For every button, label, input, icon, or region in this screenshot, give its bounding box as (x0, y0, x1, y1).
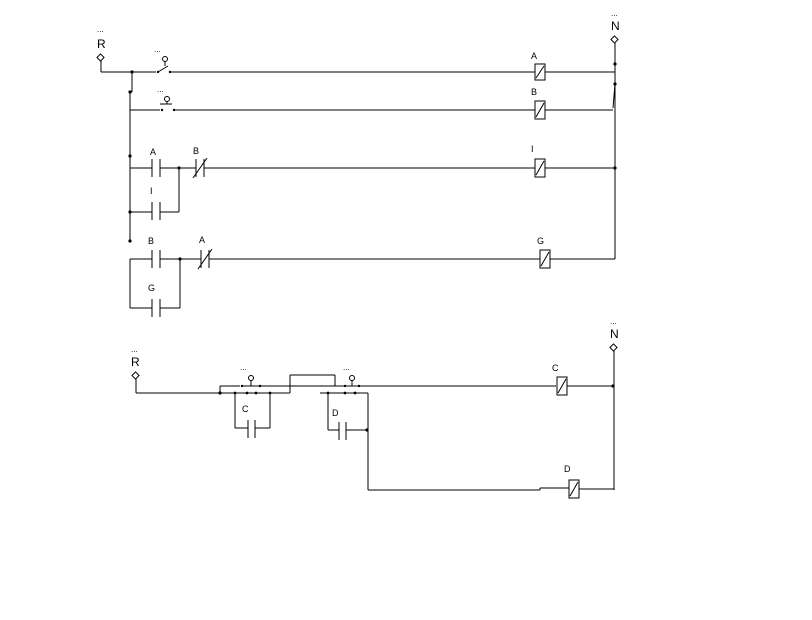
wire (612, 83, 616, 109)
switch-actuator (164, 96, 170, 102)
hold-contact-label-i: I (150, 186, 153, 196)
terminal-node (96, 53, 105, 62)
coil-label-b: B (531, 87, 537, 97)
coil-label-d: D (564, 464, 571, 474)
junction-dot (343, 391, 347, 395)
rung-2: ... B (130, 85, 613, 120)
switch-tag: ... (157, 85, 164, 94)
hold-contact-label-c: C (242, 404, 249, 414)
junction-dot (245, 391, 249, 395)
coil-label-i: I (531, 144, 534, 154)
switch-actuator (162, 56, 168, 62)
terminal-label-n: N (610, 327, 619, 341)
junction-dot (353, 391, 357, 395)
coil-slash (535, 65, 545, 79)
terminal-tag: ... (131, 345, 138, 354)
terminal-label-n: N (611, 19, 620, 33)
terminal-tag: ... (97, 25, 104, 34)
coil-slash (535, 160, 545, 176)
terminal-label-r: R (97, 37, 106, 51)
coil-label-a: A (531, 51, 537, 61)
coil-label-c: C (552, 363, 559, 373)
pushbutton-tag: ... (343, 363, 350, 372)
rung-3: A B I I (130, 144, 615, 220)
coil-slash (557, 378, 567, 394)
coil-slash (535, 102, 545, 118)
terminal-label-r: R (131, 355, 140, 369)
junction-dot (613, 62, 617, 66)
terminal-node (131, 371, 140, 380)
terminal-node (609, 343, 618, 352)
supply-terminal-n-bottom: ... N (609, 317, 619, 490)
contact-label-a: A (150, 147, 156, 157)
rung-1: ... A (132, 45, 615, 81)
supply-terminal-n-top: ... N (610, 9, 620, 64)
supply-terminal-r-top: ... R (96, 25, 132, 73)
switch-blade (157, 65, 169, 73)
rung-4: B A G G (129, 235, 615, 317)
nc-contact-slash (197, 248, 213, 270)
junction-dot (128, 154, 132, 158)
bottom-circuit: ... R ... N ... (131, 317, 619, 499)
coil-d-group: D (564, 464, 614, 499)
hold-contact-label-d: D (332, 408, 339, 418)
hold-contact-label-g: G (148, 283, 155, 293)
switch-contact (160, 108, 164, 112)
pushbutton-actuator (349, 375, 355, 381)
coil-slash (540, 251, 550, 267)
contact-label-b-nc: B (193, 146, 199, 156)
switch-tag: ... (154, 45, 161, 54)
pushbutton-actuator (248, 375, 254, 381)
junction-dot (128, 90, 132, 94)
supply-terminal-r-bottom: ... R (131, 345, 220, 394)
junction-dot (254, 391, 258, 395)
junction-dot (613, 82, 617, 86)
coil-slash (569, 481, 579, 497)
terminal-tag: ... (610, 317, 617, 326)
contact-label-b: B (148, 236, 154, 246)
terminal-tag: ... (611, 9, 618, 18)
terminal-node (610, 35, 619, 44)
junction-dot (128, 239, 132, 243)
coil-label-g: G (537, 236, 544, 246)
pushbutton-1-group: ... C (218, 363, 291, 438)
pushbutton-2-group: ... D (320, 363, 569, 491)
contact-label-a-nc: A (199, 235, 205, 245)
nc-contact-slash (192, 157, 208, 179)
pushbutton-tag: ... (240, 363, 247, 372)
coil-c-group: C (552, 363, 614, 396)
top-circuit: ... R ... N ... (96, 9, 620, 317)
